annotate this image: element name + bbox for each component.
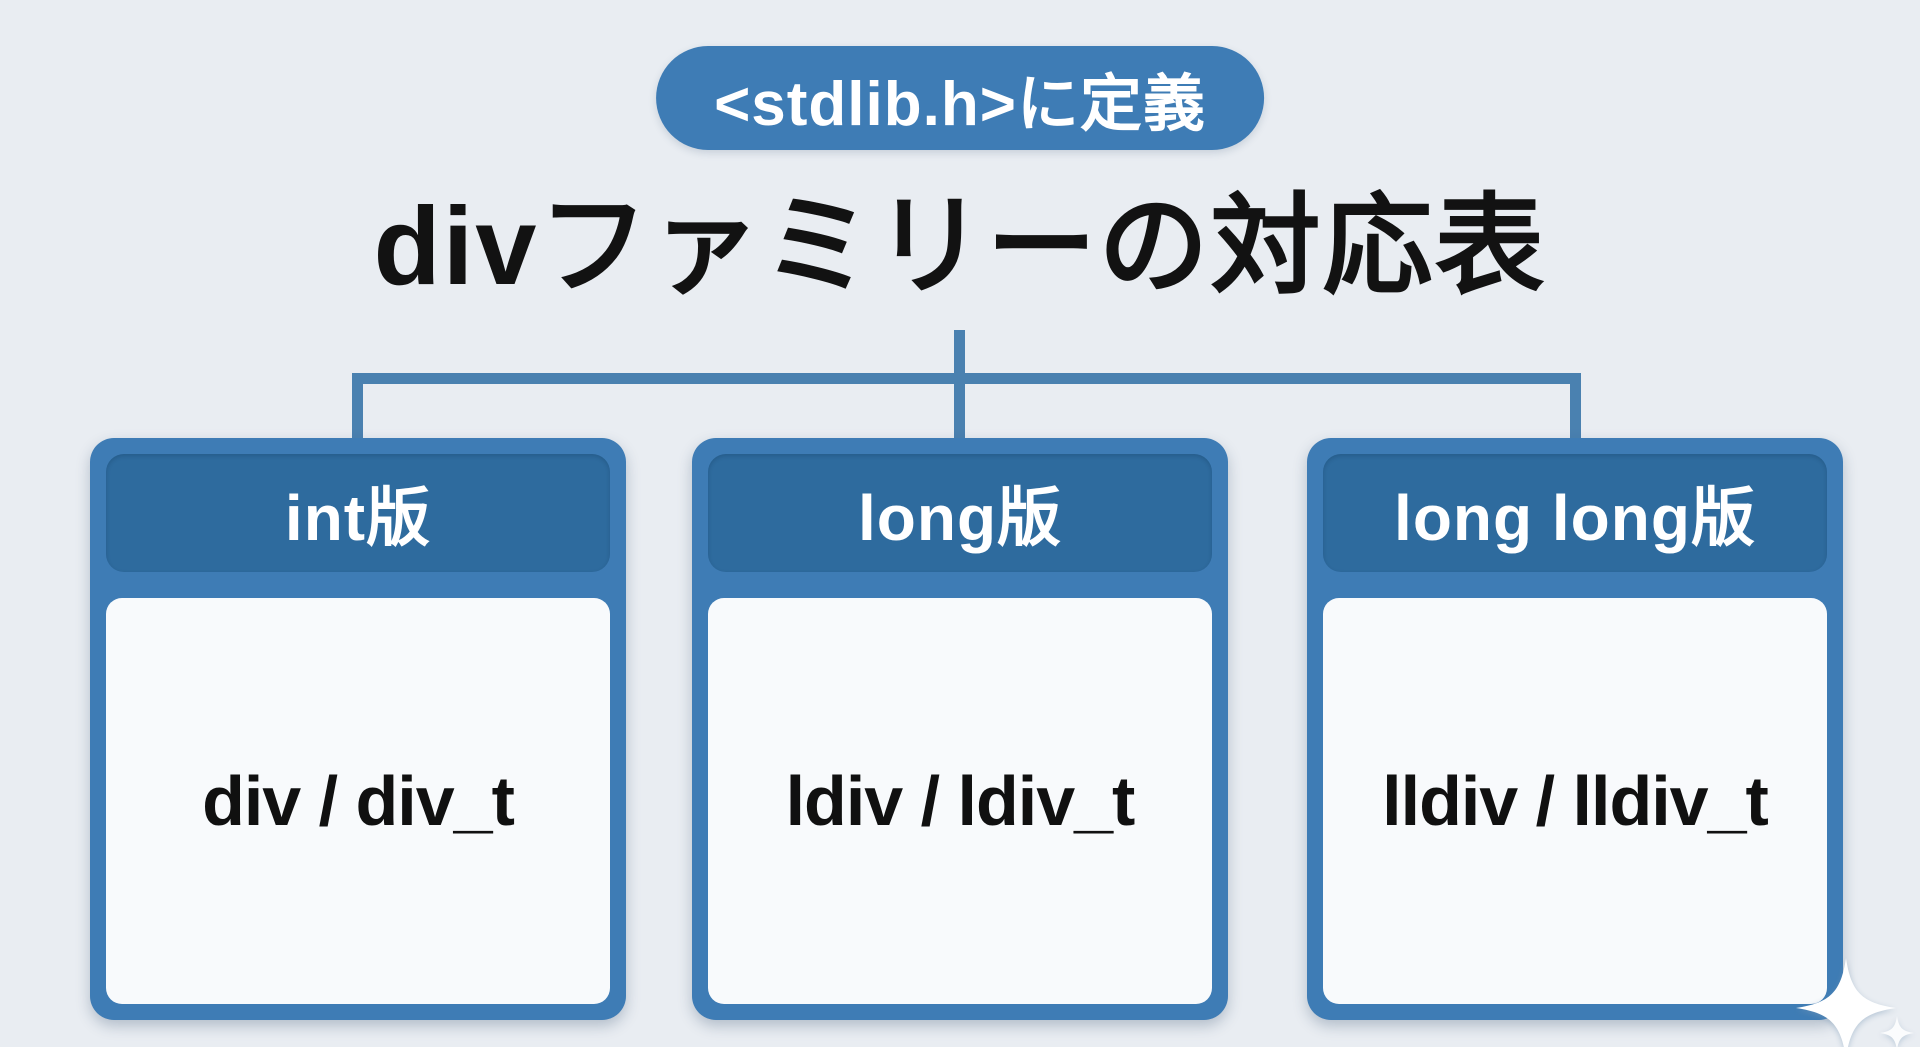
column-header-longlong: long long版 xyxy=(1323,454,1827,572)
page-title: divファミリーの対応表 xyxy=(373,185,1547,308)
column-value-long: ldiv / ldiv_t xyxy=(708,598,1212,1004)
connector-drop-middle xyxy=(954,373,965,443)
column-box-int: int版 div / div_t xyxy=(90,438,626,1020)
sparkle-icon-small xyxy=(1880,1016,1914,1047)
connector-horizontal xyxy=(352,373,1581,384)
column-header-int: int版 xyxy=(106,454,610,572)
connector-drop-left xyxy=(352,373,363,443)
column-value-longlong: lldiv / lldiv_t xyxy=(1323,598,1827,1004)
stdlib-definition-badge: <stdlib.h>に定義 xyxy=(656,46,1264,150)
badge-label: <stdlib.h>に定義 xyxy=(714,70,1206,139)
connector-drop-right xyxy=(1570,373,1581,443)
sparkle-icon xyxy=(1796,958,1896,1047)
column-value-int: div / div_t xyxy=(106,598,610,1004)
column-header-long: long版 xyxy=(708,454,1212,572)
connector-stem xyxy=(954,330,965,380)
column-box-longlong: long long版 lldiv / lldiv_t xyxy=(1307,438,1843,1020)
column-box-long: long版 ldiv / ldiv_t xyxy=(692,438,1228,1020)
